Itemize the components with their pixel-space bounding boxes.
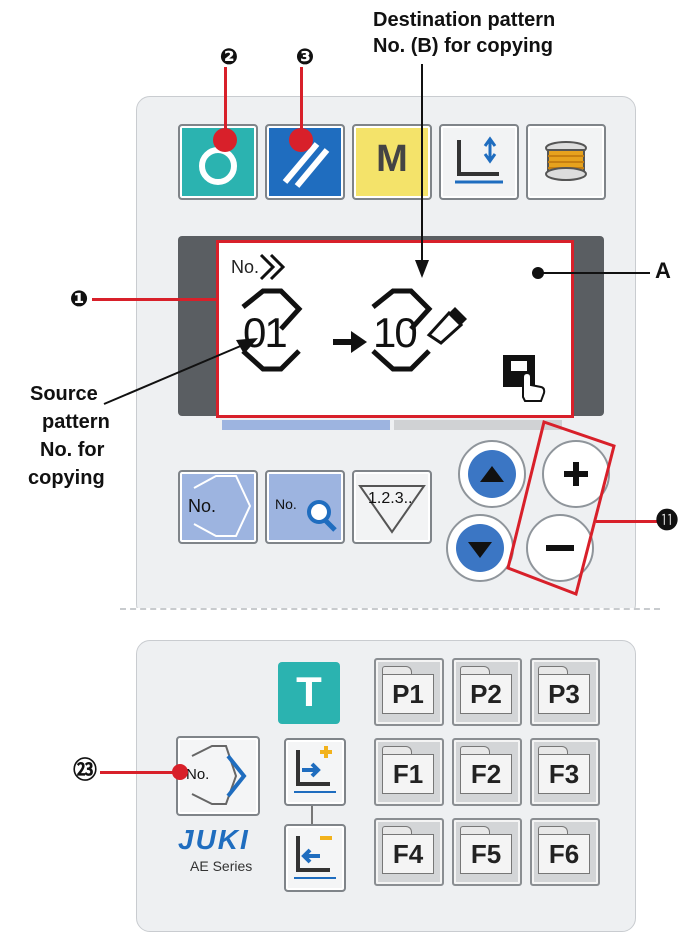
destination-label-line2: No. (B) for copying: [373, 35, 553, 57]
pattern-copy-icon: [191, 745, 247, 805]
callout-23: ㉓: [73, 757, 97, 784]
edit-pencil-icon: [426, 307, 467, 345]
callout-11-line: [596, 520, 658, 523]
callout-1: ❶: [69, 286, 89, 311]
test-mode-label: T: [296, 668, 322, 715]
callout-11: ⓫: [655, 508, 678, 533]
pattern-search-label: No.: [275, 496, 297, 512]
pattern-chevron-icon: [193, 475, 252, 537]
up-triangle-icon: [480, 466, 504, 482]
f3-button[interactable]: F3: [530, 738, 600, 806]
f6-label: F6: [538, 834, 590, 874]
source-label-line2: pattern: [42, 411, 110, 433]
highlight-cancel: [300, 67, 303, 135]
arrow-right-icon: [333, 331, 367, 353]
callout-23-dot: [172, 764, 188, 780]
scroll-up-button[interactable]: [458, 440, 526, 508]
presser-foot-icon: [455, 136, 503, 184]
f2-label: F2: [460, 754, 512, 794]
source-pattern-number: 01: [243, 309, 288, 356]
source-arrow: [103, 338, 258, 405]
minus-icon: [546, 545, 574, 551]
destination-arrow: [415, 64, 429, 278]
f6-button[interactable]: F6: [530, 818, 600, 886]
lcd-bar-left: [222, 420, 390, 430]
pattern-copy-button[interactable]: No.: [176, 736, 260, 816]
plus-button[interactable]: [542, 440, 610, 508]
copy-chevron-icon: [259, 253, 286, 281]
bobbin-winder-button[interactable]: [526, 124, 606, 200]
counter-button[interactable]: 1.2.3..: [352, 470, 432, 544]
highlight-cancel-dot: [289, 128, 313, 152]
pattern-no-label: No.: [188, 496, 217, 516]
presser-raise-icon: [294, 746, 336, 793]
f5-button[interactable]: F5: [452, 818, 522, 886]
callout-a: A: [655, 258, 671, 283]
p1-button[interactable]: P1: [374, 658, 444, 726]
presser-raise-button[interactable]: [284, 738, 346, 806]
pattern-copy-label: No.: [186, 766, 210, 783]
callout-2: ❷: [219, 44, 239, 69]
source-label-line1: Source: [30, 383, 98, 405]
bobbin-icon: [545, 141, 587, 181]
down-triangle-icon: [468, 542, 492, 558]
dest-diamond-frame: [371, 288, 433, 372]
lcd-screen: No. 01 10: [216, 240, 574, 418]
source-label-line4: copying: [28, 467, 105, 489]
point-a-dot: [532, 267, 544, 279]
p3-button[interactable]: P3: [530, 658, 600, 726]
f1-button[interactable]: F1: [374, 738, 444, 806]
juki-logo: JUKI: [178, 824, 250, 855]
presser-lower-icon: [294, 836, 336, 879]
p3-label: P3: [538, 674, 590, 714]
pattern-no-button[interactable]: No.: [178, 470, 258, 544]
save-touch-icon[interactable]: [501, 353, 547, 403]
presser-lower-button[interactable]: [284, 824, 346, 892]
series-label: AE Series: [190, 858, 253, 874]
callout-1-line: [92, 298, 216, 301]
f4-label: F4: [382, 834, 434, 874]
highlight-reset: [224, 67, 227, 135]
callout-23-line: [100, 771, 180, 774]
magnifier-icon: [307, 500, 337, 532]
point-a-line: [540, 272, 650, 274]
mode-button[interactable]: M: [352, 124, 432, 200]
mode-label: M: [376, 138, 408, 180]
destination-pattern-number: 10: [373, 309, 418, 356]
p2-label: P2: [460, 674, 512, 714]
p1-label: P1: [382, 674, 434, 714]
highlight-reset-dot: [213, 128, 237, 152]
f4-button[interactable]: F4: [374, 818, 444, 886]
source-label-line3: No. for: [40, 439, 105, 461]
lcd-bar-right: [394, 420, 562, 430]
callout-3: ❸: [295, 44, 315, 69]
presser-button[interactable]: [439, 124, 519, 200]
destination-label-line1: Destination pattern: [373, 9, 556, 31]
counter-label: 1.2.3..: [368, 490, 413, 507]
presser-link-line: [311, 806, 313, 826]
f5-label: F5: [460, 834, 512, 874]
plus-icon: [564, 462, 588, 486]
plus-minus-highlight: [506, 420, 616, 597]
test-mode-button[interactable]: T: [278, 662, 340, 724]
f2-button[interactable]: F2: [452, 738, 522, 806]
source-diamond-frame: [241, 288, 303, 372]
panel-cut: [120, 608, 660, 640]
f1-label: F1: [382, 754, 434, 794]
counter-triangle-icon: [358, 485, 426, 534]
f3-label: F3: [538, 754, 590, 794]
pattern-search-button[interactable]: No.: [265, 470, 345, 544]
p2-button[interactable]: P2: [452, 658, 522, 726]
cancel-slash-icon: [282, 142, 330, 188]
lcd-header-text: No.: [231, 257, 260, 277]
